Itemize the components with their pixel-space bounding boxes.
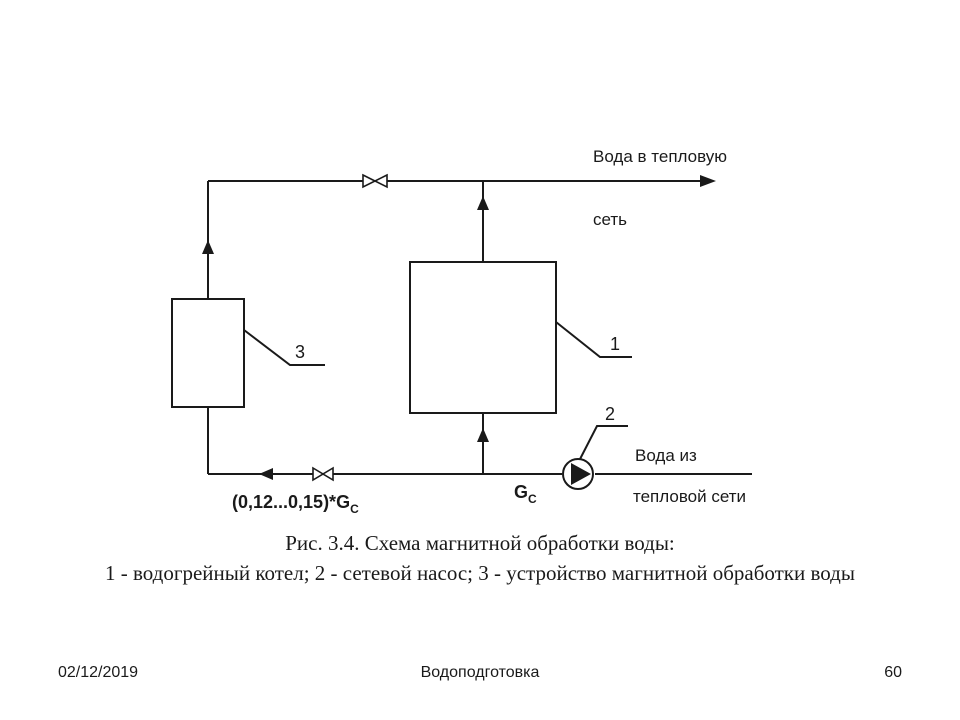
callout-1: 1 [610,334,620,354]
flow-label-gc-text: G [514,482,528,502]
valve-icon [373,173,388,189]
inlet-label-line1: Вода из [635,446,697,465]
pump-icon [571,463,591,485]
flow-label-main-sub: С [350,502,359,516]
arrow-up-icon [477,196,489,210]
flow-label-main-text: (0,12...0,15)*G [232,492,350,512]
callout-leader-1 [555,321,632,358]
water-treatment-diagram: Вода в тепловую сеть Вода из тепловой се… [171,147,752,516]
figure-caption-title: Рис. 3.4. Схема магнитной обработки воды… [285,531,675,555]
arrow-up-icon [477,428,489,442]
figure-caption-legend: 1 - водогрейный котел; 2 - сетевой насос… [105,561,855,585]
water-boiler [409,261,557,414]
flow-label-main: (0,12...0,15)*GС [232,492,359,516]
valve-icon [312,466,325,482]
callout-3: 3 [295,342,305,362]
arrow-left-icon [259,468,273,480]
arrow-up-icon [202,240,214,254]
outlet-label-line1: Вода в тепловую [593,147,727,166]
arrow-right-icon [700,175,716,187]
magnetic-treatment-device [171,298,245,408]
callout-leader-2 [577,425,628,464]
footer-date: 02/12/2019 [58,664,139,681]
flow-label-gc-sub: С [528,492,537,506]
outlet-label-line2: сеть [593,210,627,229]
footer-title: Водоподготовка [420,664,540,681]
page-number: 60 [884,664,902,681]
flow-label-gc: GС [514,482,537,506]
valve-icon [321,466,334,482]
callout-2: 2 [605,404,615,424]
callout-leader-3 [243,329,325,366]
inlet-label-line2: тепловой сети [633,487,746,506]
valve-icon [362,173,377,189]
